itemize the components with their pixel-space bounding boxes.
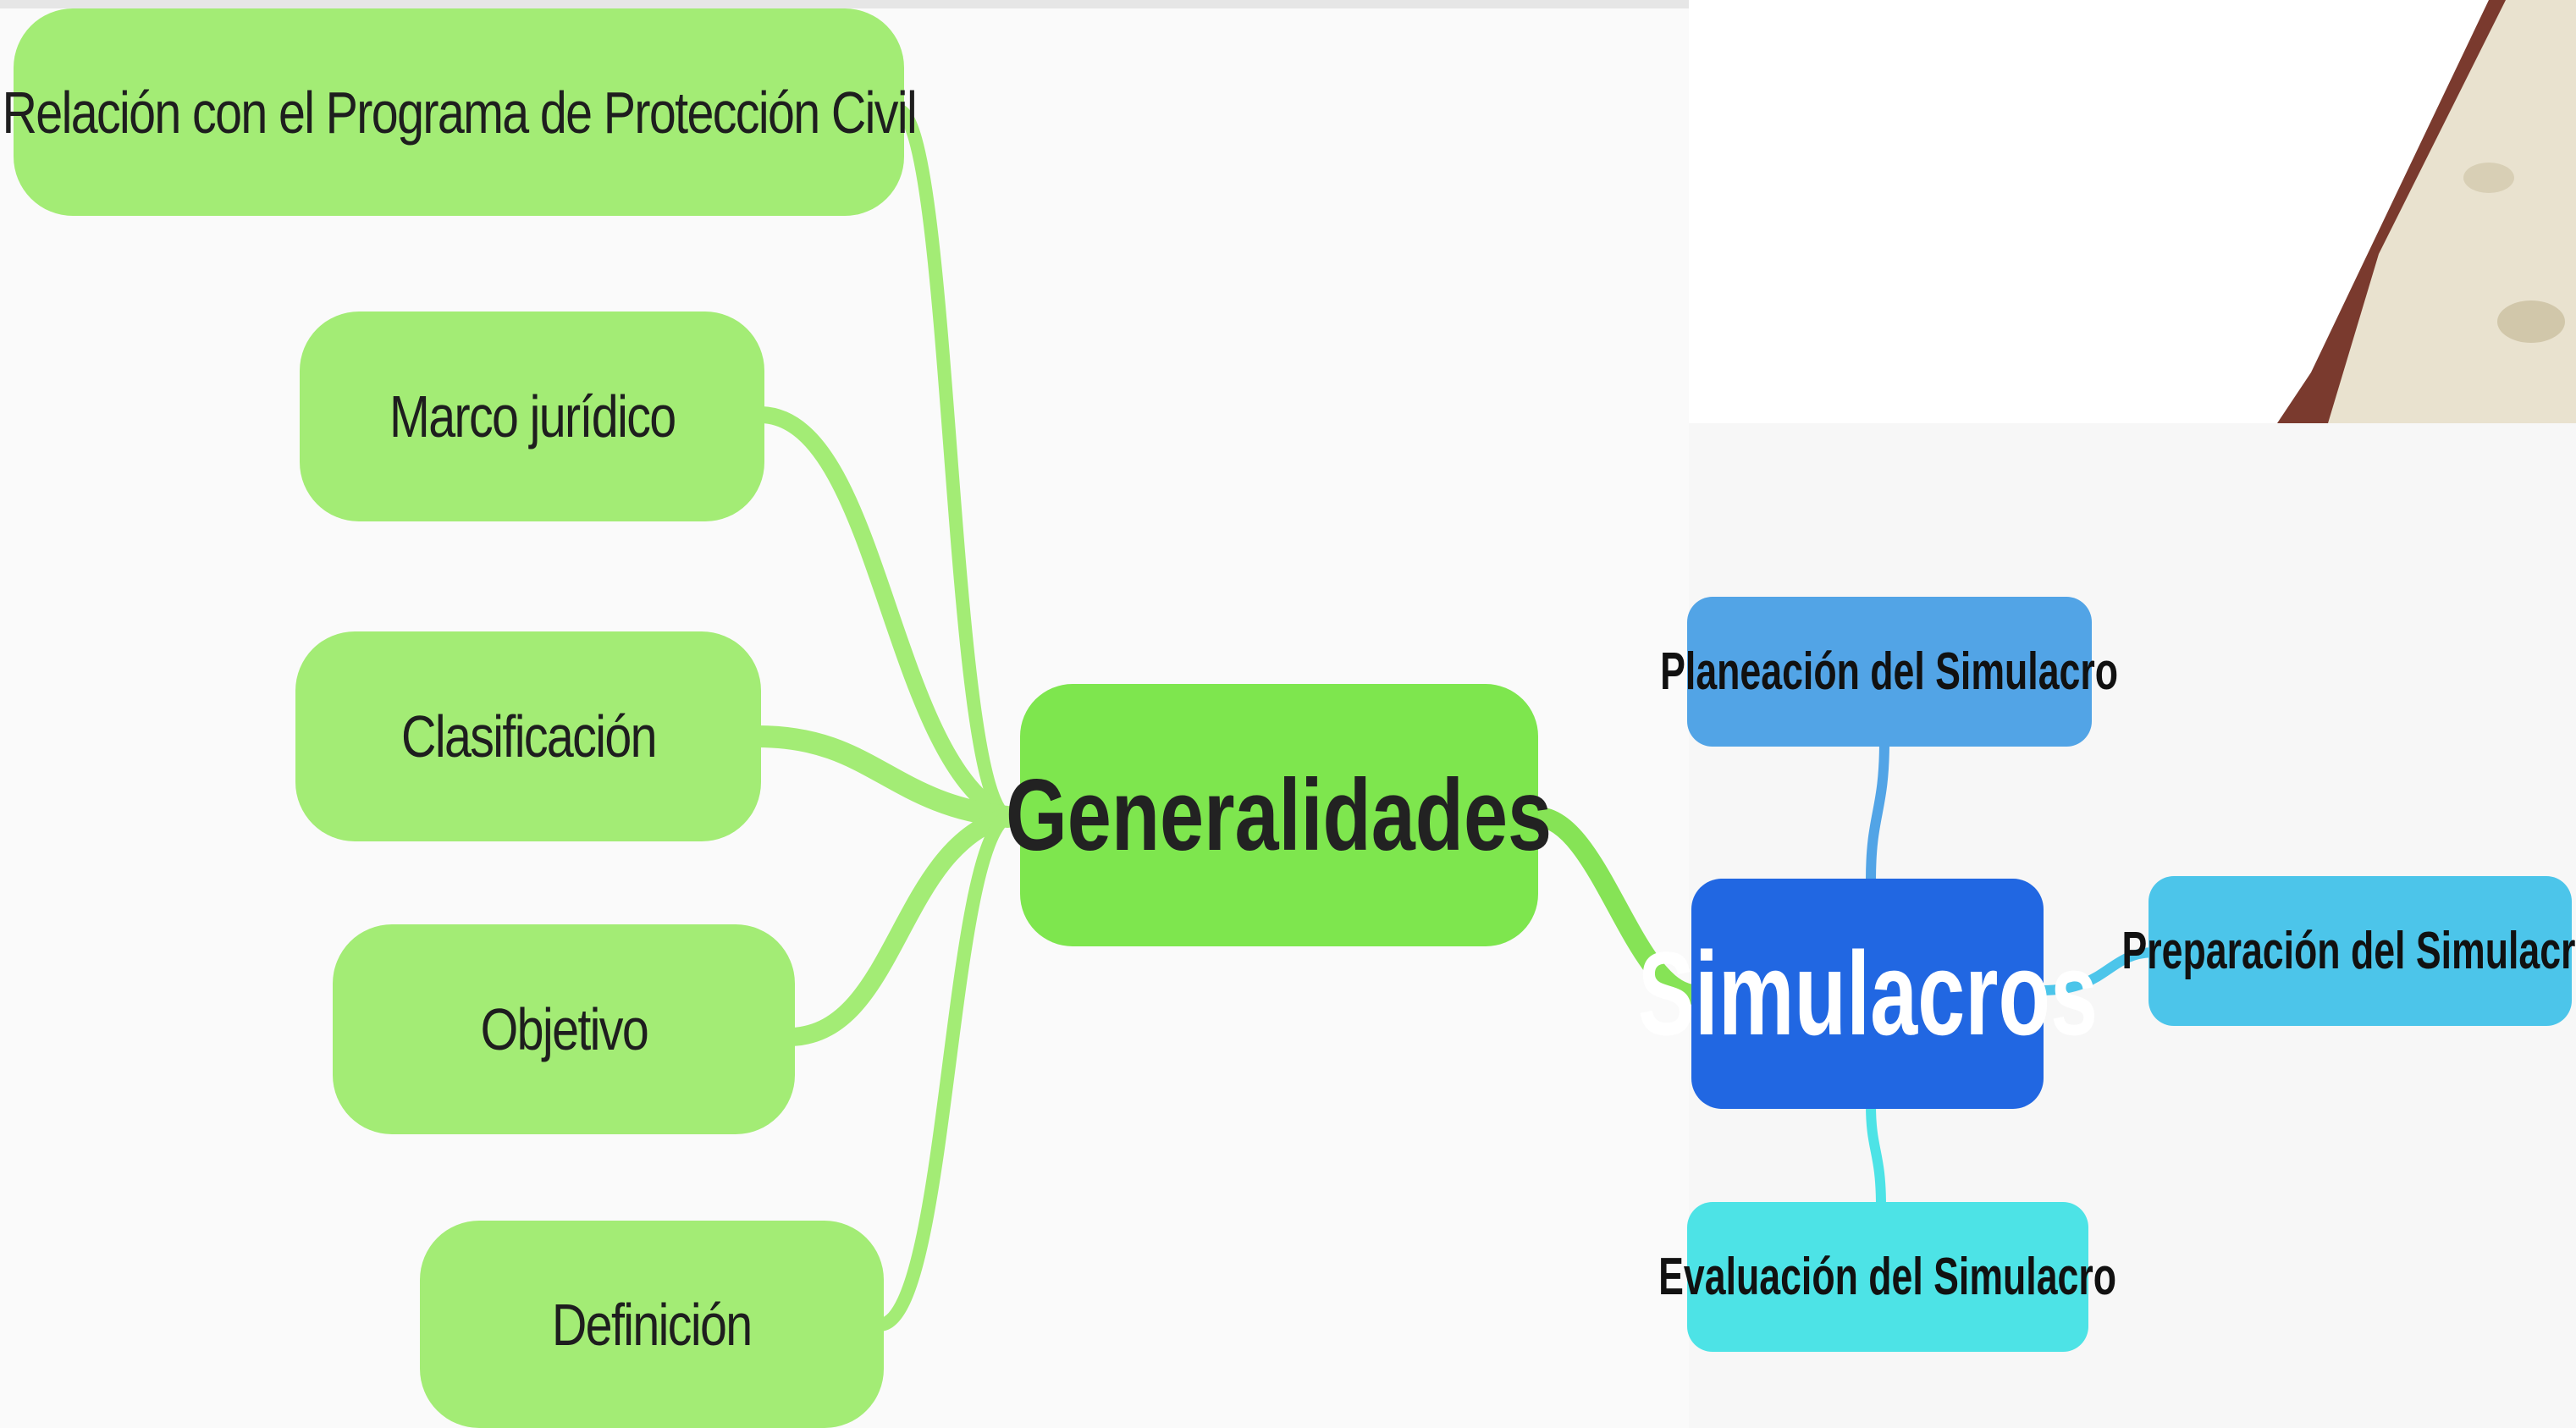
link-objetivo — [782, 808, 1017, 1046]
node-generalidades-root[interactable]: Generalidades — [1006, 684, 1553, 946]
node-clasificacion-label: Clasificación — [400, 703, 658, 769]
link-marco — [753, 406, 1016, 825]
node-generalidades-label: Generalidades — [1006, 758, 1553, 872]
node-preparacion-simulacro[interactable]: Preparación del Simulacro — [2121, 876, 2576, 1026]
link-relacion — [891, 103, 1014, 824]
link-clasificacion — [747, 725, 1018, 828]
top-border-line — [0, 0, 1689, 8]
node-objetivo[interactable]: Objetivo — [333, 924, 795, 1134]
link-preparacion — [2041, 947, 2155, 995]
link-evaluacion — [1866, 1104, 1886, 1207]
node-clasificacion[interactable]: Clasificación — [295, 631, 761, 841]
link-generalidades-simulacros — [1526, 807, 1706, 1005]
node-relacion-programa[interactable]: Relación con el Programa de Protección C… — [2, 8, 917, 216]
node-marco-label: Marco jurídico — [389, 383, 676, 449]
node-definicion[interactable]: Definición — [420, 1221, 884, 1428]
node-simulacros-label: Simulacros — [1637, 927, 2098, 1060]
photo-fragment-image — [2277, 0, 2576, 423]
node-relacion-label: Relación con el Programa de Protección C… — [2, 79, 917, 146]
node-simulacros-root[interactable]: Simulacros — [1637, 879, 2098, 1109]
node-evaluacion-label: Evaluación del Simulacro — [1658, 1248, 2117, 1306]
node-preparacion-label: Preparación del Simulacro — [2121, 922, 2576, 980]
link-planeacion — [1866, 740, 1889, 881]
node-evaluacion-simulacro[interactable]: Evaluación del Simulacro — [1659, 1202, 2116, 1352]
node-objetivo-label: Objetivo — [480, 996, 648, 1062]
partial-photo — [2277, 0, 2576, 423]
link-definicion — [874, 810, 1014, 1332]
node-planeacion-simulacro[interactable]: Planeación del Simulacro — [1661, 597, 2118, 747]
node-marco-juridico[interactable]: Marco jurídico — [300, 312, 764, 521]
node-planeacion-label: Planeación del Simulacro — [1660, 642, 2119, 701]
node-definicion-label: Definición — [552, 1291, 753, 1358]
